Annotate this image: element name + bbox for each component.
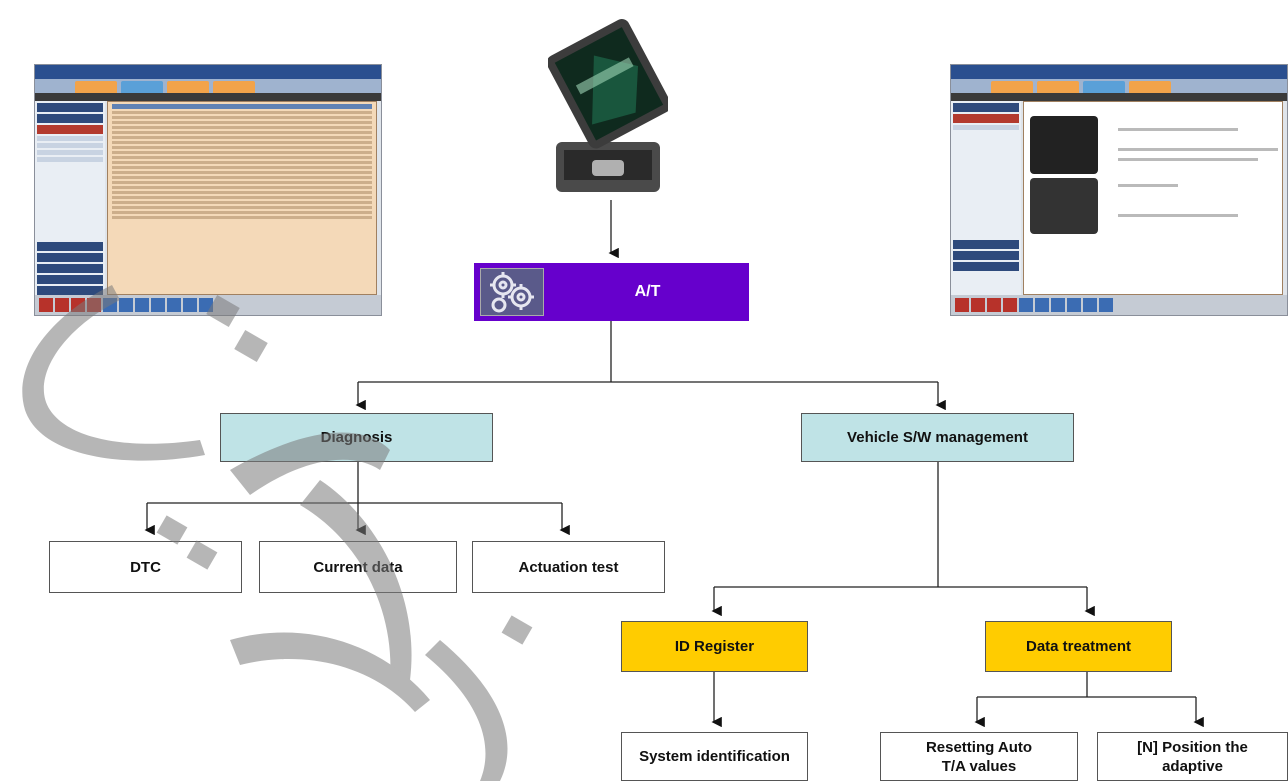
screenshot-id-register	[950, 64, 1288, 316]
gears-icon	[480, 268, 544, 316]
n-position-node: [N] Position the adaptive	[1097, 732, 1288, 781]
system-identification-node: System identification	[621, 732, 808, 781]
id-register-node: ID Register	[621, 621, 808, 672]
actuation-test-node: Actuation test	[472, 541, 665, 593]
screenshot-current-data	[34, 64, 382, 316]
data-treatment-node: Data treatment	[985, 621, 1172, 672]
root-label: A/T	[634, 283, 661, 300]
root-node: A/T	[474, 263, 749, 321]
vehicle-sw-node: Vehicle S/W management	[801, 413, 1074, 462]
resetting-node: Resetting Auto T/A values	[880, 732, 1078, 781]
rugged-laptop-icon	[548, 19, 668, 192]
